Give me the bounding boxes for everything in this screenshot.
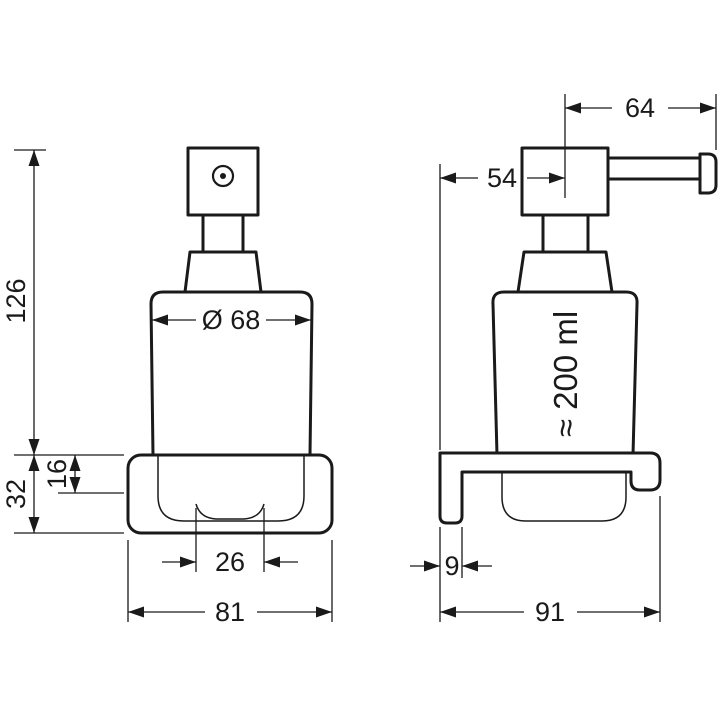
dim-label-9: 9 xyxy=(444,551,459,581)
glass-bottom-side xyxy=(501,472,627,522)
dim-label-81: 81 xyxy=(215,597,245,627)
dim-26: 26 xyxy=(162,508,298,577)
pump-collar-front xyxy=(183,250,263,294)
dim-91: 91 xyxy=(440,496,661,627)
dim-64: 64 xyxy=(564,93,717,198)
dim-81: 81 xyxy=(127,540,333,627)
pump-spout-side xyxy=(598,156,704,181)
dim-label-126: 126 xyxy=(1,278,31,323)
dim-label-16: 16 xyxy=(42,459,72,489)
dim-label-54: 54 xyxy=(487,163,517,193)
front-view: 126 32 16 Ø 68 xyxy=(1,146,334,627)
glass-base-front xyxy=(195,503,265,520)
pump-nozzle-dot xyxy=(220,173,226,179)
dim-16: 16 xyxy=(42,455,124,494)
dim-9: 9 xyxy=(410,527,492,622)
dim-68: Ø 68 xyxy=(152,305,311,335)
dim-label-26: 26 xyxy=(215,547,245,577)
dim-126: 126 xyxy=(1,149,124,456)
dim-label-91: 91 xyxy=(535,597,565,627)
pump-neck-side xyxy=(541,213,590,254)
dim-label-32: 32 xyxy=(1,479,31,509)
dim-32: 32 xyxy=(1,455,124,534)
wall-holder-front xyxy=(126,453,334,535)
wall-holder-side xyxy=(438,451,662,525)
glass-bottom-front xyxy=(157,456,305,522)
side-view: ≈ 200 ml 64 54 9 xyxy=(410,93,718,627)
capacity-label: ≈ 200 ml xyxy=(547,311,584,437)
pump-collar-side xyxy=(516,250,614,294)
pump-neck-front xyxy=(201,213,245,254)
dim-54: 54 xyxy=(439,163,565,450)
dim-label-64: 64 xyxy=(625,93,655,123)
spout-tip-side xyxy=(698,152,718,195)
dim-label-68: Ø 68 xyxy=(202,305,261,335)
